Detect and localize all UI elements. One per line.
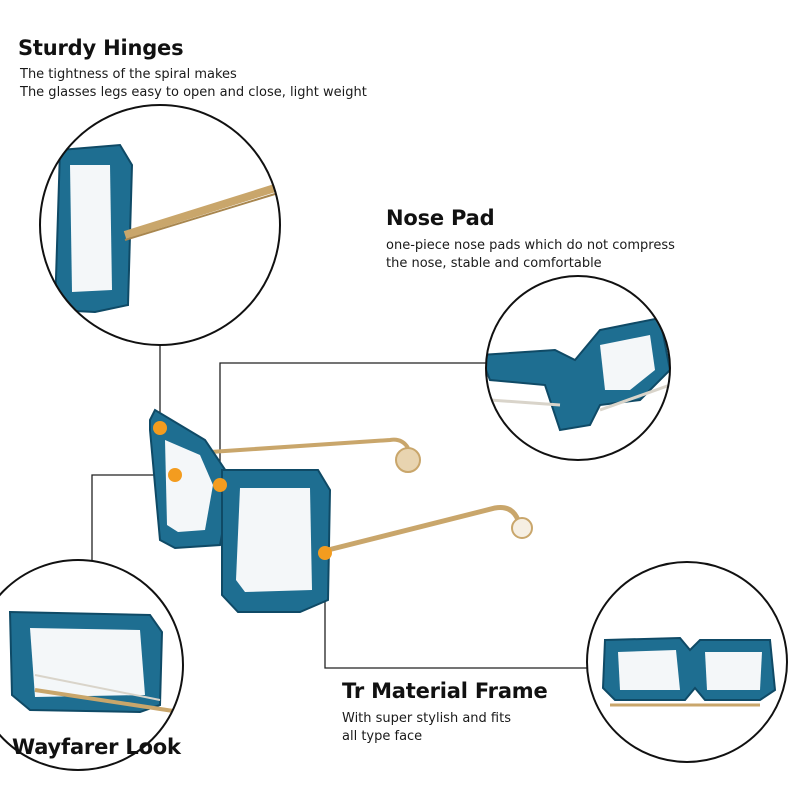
glasses-far-temple	[209, 437, 410, 454]
nose-pad-line-1: one-piece nose pads which do not compres…	[386, 238, 675, 253]
glasses-near-temple	[327, 505, 521, 553]
glasses-main	[149, 408, 533, 613]
sturdy-hinges-description: The tightness of the spiral makes The gl…	[20, 66, 367, 102]
zoom-circle-frame	[586, 561, 788, 763]
glasses-far-temple-tip	[395, 447, 421, 473]
marker-hinge	[153, 421, 167, 435]
tr-material-frame-line-1: With super stylish and fits	[342, 711, 511, 726]
nose-pad-line-2: the nose, stable and comfortable	[386, 256, 602, 271]
feature-markers	[153, 421, 332, 560]
callout-line-frame	[324, 553, 590, 669]
marker-nose-pad	[213, 478, 227, 492]
callout-line-nose-pad	[219, 362, 488, 485]
zoom-circle-nose-pad	[485, 275, 671, 461]
glasses-near-temple-tip	[511, 517, 533, 539]
sturdy-hinges-title: Sturdy Hinges	[18, 36, 184, 60]
callout-line-wayfarer	[91, 474, 175, 575]
nose-pad-title: Nose Pad	[386, 206, 495, 230]
sturdy-hinges-line-2: The glasses legs easy to open and close,…	[20, 85, 367, 100]
glasses-left-glass	[165, 440, 213, 532]
glasses-right-glass	[236, 488, 312, 592]
tr-material-frame-title: Tr Material Frame	[342, 679, 548, 703]
marker-frame	[318, 546, 332, 560]
tr-material-frame-description: With super stylish and fits all type fac…	[342, 710, 511, 746]
zoom-circle-hinges	[39, 104, 281, 346]
wayfarer-look-title: Wayfarer Look	[12, 735, 181, 759]
nose-pad-description: one-piece nose pads which do not compres…	[386, 237, 675, 273]
sturdy-hinges-line-1: The tightness of the spiral makes	[20, 67, 237, 82]
tr-material-frame-line-2: all type face	[342, 729, 423, 744]
marker-wayfarer	[168, 468, 182, 482]
zoom-circle-wayfarer	[0, 559, 184, 771]
